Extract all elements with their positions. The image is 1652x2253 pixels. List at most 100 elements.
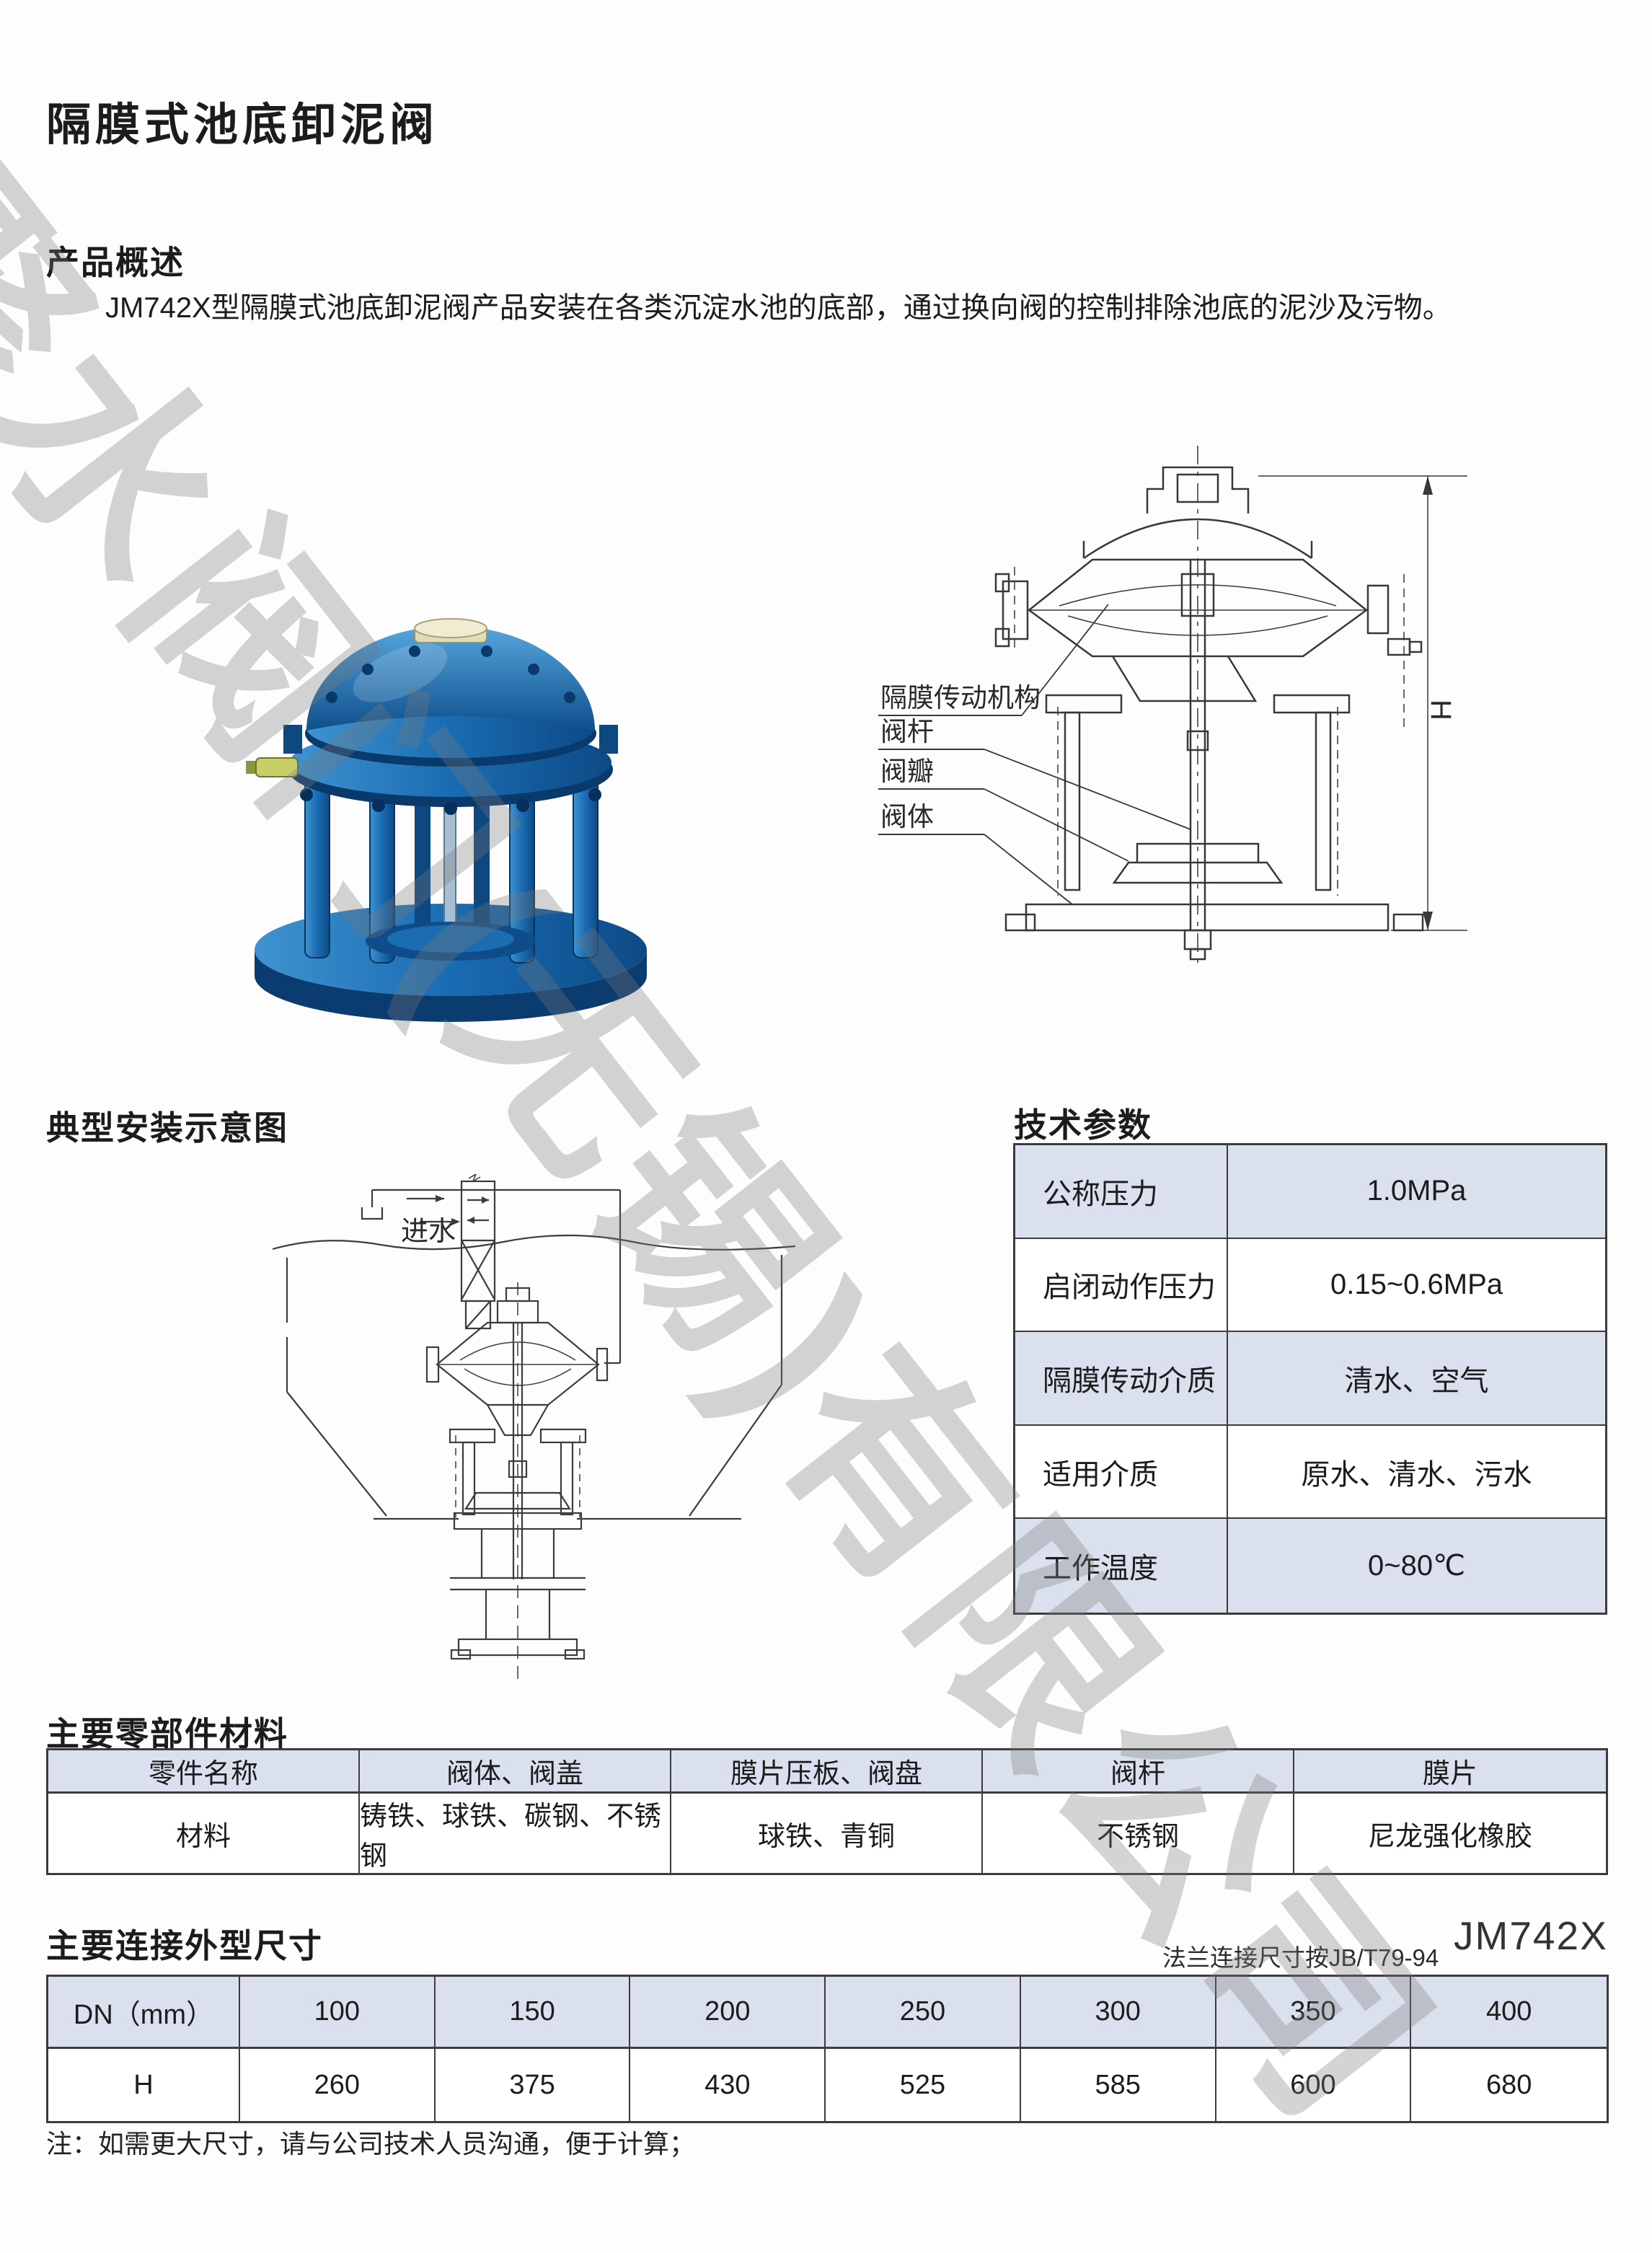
dome-highlight (353, 643, 448, 702)
stem-tip-nut (1189, 948, 1206, 961)
valve-disc (1112, 861, 1284, 884)
param-value: 0~80℃ (1367, 1550, 1466, 1582)
dome-bolt (362, 663, 374, 675)
page-title: 隔膜式池底卸泥阀 (46, 100, 439, 150)
top-cap-disc (414, 618, 487, 638)
arrowhead (451, 1218, 460, 1225)
dome-bolt (326, 692, 337, 703)
flange-standard-note: 法兰连接尺寸按JB/T79-94 (1162, 1944, 1439, 1971)
arrowhead (467, 1217, 474, 1224)
port-nut (1408, 640, 1423, 653)
tank-slope (689, 1384, 782, 1517)
valve-leg (415, 779, 430, 945)
leader-line (984, 788, 1129, 862)
footnote: 注：如需更大尺寸，请与公司技术人员沟通，便于计算； (46, 2129, 696, 2159)
column-plate (539, 1428, 587, 1444)
port (1387, 638, 1411, 656)
stem-coupling (508, 1460, 528, 1478)
hatch-box (464, 1300, 492, 1330)
overview-body: JM742X型隔膜式池底卸泥阀产品安装在各类沉淀水池的底部，通过换向阀的控制排除… (105, 292, 1452, 324)
base-foot (1392, 913, 1424, 932)
dn-value: 300 (1021, 1977, 1216, 2047)
label-disc: 阀瓣 (880, 757, 934, 786)
h-label: H (48, 2049, 240, 2121)
param-label: 公称压力 (1015, 1145, 1228, 1238)
flange-bolt (588, 788, 601, 801)
table-row: 适用介质 原水、清水、污水 (1015, 1425, 1605, 1520)
left-flange (425, 1346, 440, 1383)
column-plate (1273, 694, 1351, 714)
materials-heading: 主要零部件材料 (46, 1715, 288, 1752)
diaphragm-line (1059, 584, 1337, 607)
column-header: 膜片压板、阀盘 (671, 1750, 983, 1791)
material-value: 铸铁、球铁、碳钢、不锈钢 (360, 1794, 671, 1873)
side-nozzle (255, 757, 299, 777)
materials-table: 零件名称 阀体、阀盖 膜片压板、阀盘 阀杆 膜片 材料 铸铁、球铁、碳钢、不锈钢… (46, 1748, 1608, 1875)
symbol-cross (461, 1240, 495, 1300)
support-column (1315, 711, 1332, 891)
cover-dome (1083, 518, 1312, 560)
param-value: 0.15~0.6MPa (1330, 1268, 1503, 1300)
left-flange (1002, 580, 1029, 640)
diaphragm-dome (306, 626, 595, 731)
h-value: 375 (436, 2049, 631, 2121)
flange-foot (450, 1649, 472, 1660)
stem-coupling (1180, 573, 1215, 617)
flange-tab (599, 725, 618, 754)
h-value: 600 (1216, 2049, 1412, 2121)
material-value: 球铁、青铜 (671, 1794, 983, 1873)
table-header-row: DN（mm） 100 150 200 250 300 350 400 (48, 1977, 1607, 2049)
param-value: 1.0MPa (1366, 1175, 1467, 1207)
water-surface (272, 1234, 796, 1251)
right-port (596, 1347, 609, 1382)
valve-disc (464, 1491, 572, 1510)
flange-bolt (372, 799, 385, 812)
support-column (560, 1441, 574, 1516)
tank-slope (286, 1391, 387, 1517)
table-row: 启闭动作压力 0.15~0.6MPa (1015, 1238, 1605, 1333)
dn-label: DN（mm） (48, 1977, 240, 2047)
column-header: 膜片 (1422, 1759, 1477, 1789)
h-value: 525 (826, 2049, 1021, 2121)
column-header: 阀体、阀盖 (360, 1750, 671, 1791)
arrowhead (1423, 476, 1433, 495)
dn-value: 100 (240, 1977, 436, 2047)
base-plate (1025, 903, 1390, 932)
table-row: 工作温度 0~80℃ (1015, 1519, 1605, 1613)
flange-foot (564, 1649, 586, 1660)
installation-heading: 典型安装示意图 (46, 1109, 288, 1147)
row-label: 材料 (48, 1794, 360, 1873)
overview-heading: 产品概述 (46, 244, 185, 281)
leader-line (984, 834, 1073, 905)
label-stem: 阀杆 (880, 717, 934, 746)
dome-bolt (409, 645, 420, 657)
column-plate (449, 1428, 496, 1444)
leader-line (1021, 604, 1109, 716)
diaphragm-line (459, 1341, 576, 1361)
dn-value: 150 (436, 1977, 631, 2047)
stem-coupling (1186, 730, 1209, 751)
flange-bolt (516, 799, 529, 812)
dome-bolt (481, 645, 492, 657)
param-value: 清水、空气 (1344, 1364, 1489, 1397)
column-header: 零件名称 (48, 1750, 360, 1791)
dome-bolt (564, 692, 575, 703)
inlet-label: 进水 (401, 1217, 456, 1247)
h-value: 680 (1485, 2069, 1532, 2100)
dim-label-H: H (1425, 700, 1457, 720)
table-row: H 260 375 430 525 585 600 680 (48, 2049, 1607, 2121)
label-diaphragm-mechanism: 隔膜传动机构 (880, 683, 1041, 713)
table-row: 隔膜传动介质 清水、空气 (1015, 1332, 1605, 1426)
valve-cross-section-drawing: H 隔膜传动机构 阀杆 阀瓣 阀体 (878, 446, 1467, 963)
table-header-row: 零件名称 阀体、阀盖 膜片压板、阀盘 阀杆 膜片 (48, 1750, 1606, 1794)
material-value: 尼龙强化橡胶 (1367, 1821, 1532, 1852)
dimensions-table: DN（mm） 100 150 200 250 300 350 400 H 260… (46, 1975, 1609, 2123)
flange-bolt (444, 802, 457, 815)
bolt (994, 573, 1010, 593)
model-code: JM742X (1454, 1913, 1608, 1958)
dn-value: 350 (1216, 1977, 1412, 2047)
param-value: 原水、清水、污水 (1301, 1458, 1532, 1491)
material-value: 不锈钢 (983, 1794, 1294, 1873)
hatch-line (465, 1300, 491, 1329)
